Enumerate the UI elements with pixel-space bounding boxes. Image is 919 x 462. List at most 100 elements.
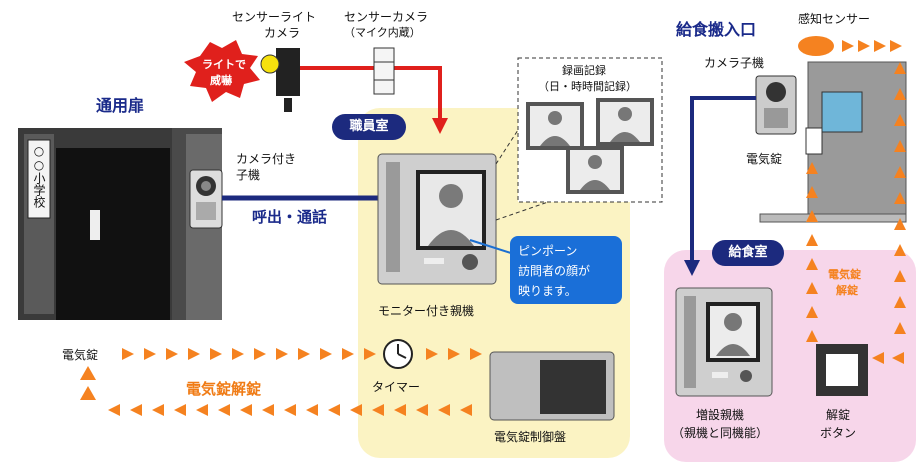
right-arrow bbox=[470, 348, 482, 360]
right-arrow bbox=[166, 348, 178, 360]
door-camera-unit bbox=[189, 169, 223, 229]
lock-signal-arrows bbox=[122, 348, 482, 360]
right-arrow bbox=[858, 40, 870, 52]
right-arrow bbox=[276, 348, 288, 360]
right-arrow bbox=[298, 348, 310, 360]
kitchen-camera-label: カメラ子機 bbox=[704, 56, 765, 70]
extension-label-2: （親機と同機能） bbox=[672, 426, 769, 440]
unlock-button-device bbox=[816, 344, 868, 396]
kitchen-right-arrows bbox=[872, 352, 904, 364]
up-arrow bbox=[806, 258, 818, 270]
kitchen-entrance-title: 給食搬入口 bbox=[676, 20, 757, 39]
lock-control-panel bbox=[489, 351, 615, 421]
callout-line-2: 訪問者の顔が bbox=[518, 264, 591, 278]
up-arrow bbox=[806, 210, 818, 222]
recording-title-2: （日・時時間記録） bbox=[538, 80, 637, 93]
up-arrow bbox=[894, 270, 906, 282]
sensor-light-label-1: センサーライト bbox=[232, 10, 317, 24]
monitor-master-unit bbox=[377, 153, 497, 285]
school-sign: ○○小学校 bbox=[32, 144, 46, 208]
door-lock-label: 電気錠 bbox=[62, 348, 99, 362]
sensor-light-device bbox=[260, 48, 300, 112]
kitchen-camera-unit bbox=[755, 75, 797, 135]
up-arrow bbox=[894, 62, 906, 74]
threat-label-1: ライトで bbox=[202, 58, 246, 71]
left-arrow bbox=[152, 404, 164, 416]
kitchen-pill: 給食室 bbox=[712, 240, 784, 266]
left-arrow bbox=[460, 404, 472, 416]
left-arrow bbox=[350, 404, 362, 416]
callout-line-1: ピンポーン bbox=[518, 244, 578, 258]
up-arrow bbox=[806, 306, 818, 318]
kitchen-entrance-building bbox=[759, 61, 907, 223]
left-arrow bbox=[174, 404, 186, 416]
kitchen-sensor-arrows bbox=[842, 40, 902, 52]
up-arrow bbox=[894, 296, 906, 308]
up-arrow bbox=[894, 244, 906, 256]
left-arrow bbox=[262, 404, 274, 416]
sensor-camera-label-1: センサーカメラ bbox=[344, 10, 429, 24]
right-arrow bbox=[254, 348, 266, 360]
sensor-camera-device bbox=[373, 47, 395, 95]
right-arrow bbox=[342, 348, 354, 360]
extension-master-unit bbox=[675, 287, 773, 397]
right-arrow bbox=[874, 40, 886, 52]
sensor-camera-label-2: （マイク内蔵） bbox=[344, 26, 421, 39]
unlock-button-label-2: ボタン bbox=[820, 426, 857, 440]
right-arrow bbox=[320, 348, 332, 360]
timer-icon bbox=[383, 339, 413, 369]
extension-label-1: 増設親機 bbox=[696, 408, 745, 422]
threat-label-2: 威嚇 bbox=[210, 74, 232, 87]
left-arrow bbox=[372, 404, 384, 416]
kitchen-vertical-arrows bbox=[806, 62, 906, 342]
left-arrow bbox=[328, 404, 340, 416]
left-arrow bbox=[218, 404, 230, 416]
timer-label: タイマー bbox=[372, 380, 421, 394]
right-arrow bbox=[842, 40, 854, 52]
up-arrow bbox=[894, 140, 906, 152]
recording-thumbnails bbox=[526, 98, 654, 194]
up-arrow bbox=[806, 330, 818, 342]
up-arrow bbox=[806, 162, 818, 174]
up-arrow bbox=[894, 218, 906, 230]
left-arrow bbox=[306, 404, 318, 416]
door-camera-label-1: カメラ付き bbox=[236, 152, 297, 166]
callout-line-3: 映ります。 bbox=[518, 284, 577, 298]
left-arrow bbox=[892, 352, 904, 364]
right-arrow bbox=[144, 348, 156, 360]
right-arrow bbox=[364, 348, 376, 360]
left-arrow bbox=[240, 404, 252, 416]
door-camera-label-2: 子機 bbox=[236, 168, 261, 182]
left-arrow bbox=[284, 404, 296, 416]
up-arrow bbox=[894, 88, 906, 100]
left-door-title: 通用扉 bbox=[96, 96, 145, 115]
left-arrow bbox=[872, 352, 884, 364]
unlock-flow-label: 電気錠解錠 bbox=[186, 380, 262, 398]
up-arrow bbox=[894, 322, 906, 334]
right-arrow bbox=[210, 348, 222, 360]
unlock-return-arrows bbox=[108, 404, 472, 416]
right-arrow bbox=[426, 348, 438, 360]
call-label: 呼出・通話 bbox=[252, 208, 328, 226]
lock-panel-label: 電気錠制御盤 bbox=[494, 430, 567, 444]
up-arrow bbox=[894, 166, 906, 178]
recording-title-1: 録画記録 bbox=[562, 64, 606, 77]
kitchen-lock-label: 電気錠 bbox=[746, 152, 783, 166]
right-arrow bbox=[232, 348, 244, 360]
unlock-button-label-1: 解錠 bbox=[826, 408, 851, 422]
up-arrow bbox=[806, 234, 818, 246]
right-arrow bbox=[448, 348, 460, 360]
right-arrow bbox=[890, 40, 902, 52]
left-arrow bbox=[130, 404, 142, 416]
staff-room-pill: 職員室 bbox=[332, 114, 406, 140]
up-arrow bbox=[806, 186, 818, 198]
left-arrow bbox=[416, 404, 428, 416]
right-arrow bbox=[188, 348, 200, 360]
up-arrow bbox=[806, 282, 818, 294]
up-arrow bbox=[894, 114, 906, 126]
sensor-light-label-2: カメラ bbox=[264, 26, 301, 40]
left-arrow bbox=[438, 404, 450, 416]
kitchen-unlock-vertical-2: 解錠 bbox=[836, 284, 858, 297]
left-arrow bbox=[108, 404, 120, 416]
